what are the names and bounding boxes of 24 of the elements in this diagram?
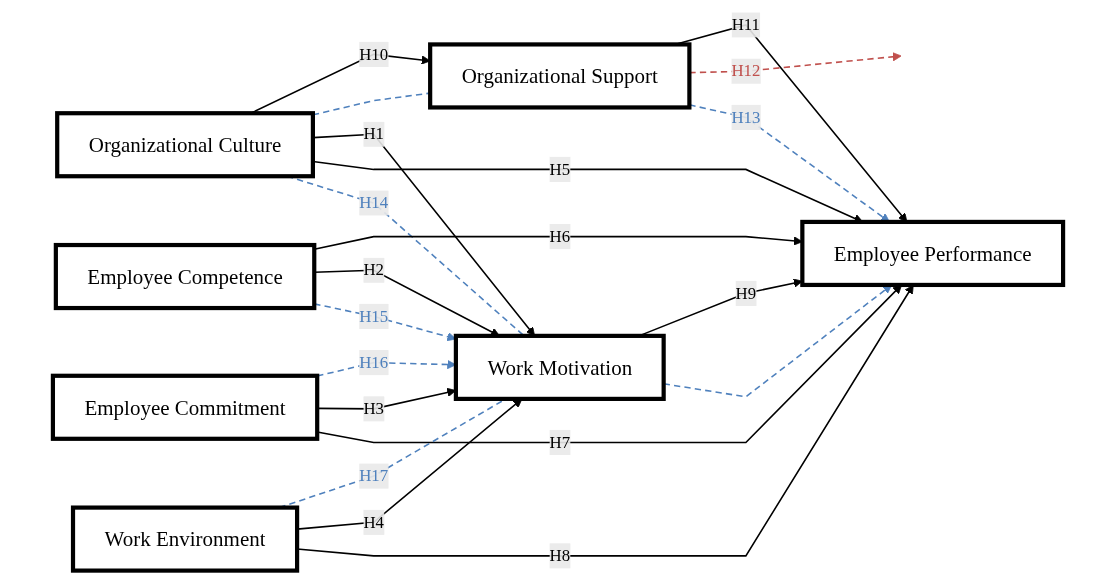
edge-label: H2 (363, 260, 384, 279)
edge-label: H12 (731, 61, 761, 80)
node-box: Work Motivation (453, 333, 666, 401)
node-box: Organizational Culture (55, 111, 315, 179)
edge-label: H13 (731, 107, 761, 126)
edge-label: H15 (359, 306, 389, 325)
node-box: Employee Commitment (50, 373, 320, 441)
edge-label: H8 (549, 546, 571, 565)
node-box: Organizational Support (428, 42, 692, 110)
edge-label: H14 (359, 193, 389, 212)
node-box: Employee Competence (53, 242, 317, 311)
edge-label: H3 (363, 399, 384, 418)
edge-label: H10 (359, 44, 389, 63)
edge-label: H7 (549, 433, 571, 451)
edge-label: H17 (359, 466, 389, 485)
edge-label: H11 (731, 15, 761, 34)
node-box: Work Environment (70, 505, 300, 573)
edge-label: H5 (549, 159, 571, 178)
edge-label: H1 (363, 124, 384, 143)
edge-label: H6 (549, 227, 571, 246)
node-box: Employee Performance (800, 219, 1066, 288)
edge-label: H16 (359, 353, 389, 372)
edge-label: H4 (363, 512, 384, 531)
edge-label: H9 (735, 283, 757, 302)
